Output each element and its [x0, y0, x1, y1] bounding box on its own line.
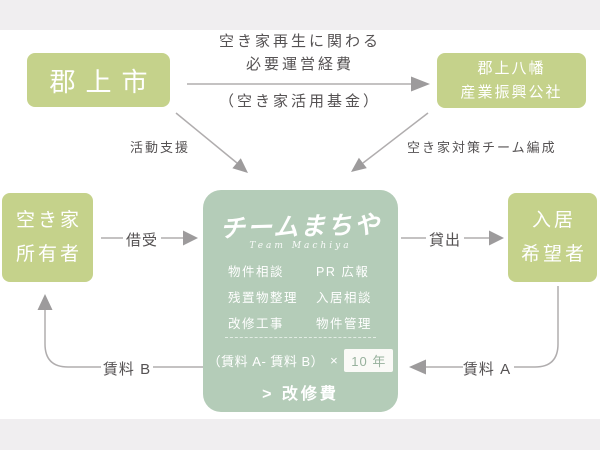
service-move-in-consult: 入居相談	[316, 291, 373, 305]
owner-label-line1: 空き家	[15, 210, 82, 232]
borrow-flow-label: 借受	[125, 232, 158, 249]
rent-a-flow-label: 賃料 A	[462, 361, 512, 378]
team-machiya-logo-romaji: Team Machiya	[249, 241, 352, 251]
tenant-label-line2: 希望者	[520, 243, 587, 265]
tenant-label-line1: 入居	[531, 210, 576, 232]
team-machiya-box: チームまちや Team Machiya 物件相談 残置物整理 改修工事 PR 広…	[203, 190, 398, 412]
formula-years-chip: 10 年	[344, 348, 394, 372]
service-pr: PR 広報	[316, 265, 370, 279]
promotion-corporation-box: 郡上八幡 産業振興公社	[437, 53, 586, 108]
prospective-tenant-box: 入居 希望者	[508, 193, 597, 282]
funding-caption-line1: 空き家再生に関わる	[218, 33, 381, 50]
team-formation-label: 空き家対策チーム編成	[407, 140, 557, 155]
dashed-divider	[225, 337, 376, 338]
rent-b-flow-label: 賃料 B	[102, 361, 152, 378]
formula-operator: ×	[330, 352, 339, 368]
gujo-city-box: 郡上市	[27, 53, 170, 107]
corporation-name-line1: 郡上八幡	[477, 60, 546, 78]
vacant-house-owner-box: 空き家 所有者	[2, 193, 93, 282]
service-property-consult: 物件相談	[228, 265, 285, 279]
team-machiya-logo: チームまちや	[219, 210, 382, 244]
lease-flow-label: 貸出	[428, 232, 461, 249]
arrow-rent-b	[37, 294, 203, 368]
service-property-management: 物件管理	[316, 317, 373, 331]
formula-result: > 改修費	[262, 386, 339, 403]
service-debris-removal: 残置物整理	[228, 291, 299, 305]
funding-caption-line2: 必要運営経費	[245, 56, 354, 73]
funding-caption-line3: （空き家活用基金）	[218, 93, 381, 110]
owner-label-line2: 所有者	[15, 243, 82, 265]
top-gray-band	[0, 0, 600, 30]
corporation-name-line2: 産業振興公社	[460, 83, 563, 101]
formula-expression: （賃料 A- 賃料 B）	[207, 353, 325, 369]
service-renovation-work: 改修工事	[228, 317, 285, 331]
activity-support-label: 活動支援	[130, 140, 191, 155]
bottom-gray-band	[0, 419, 600, 450]
gujo-city-label: 郡上市	[49, 66, 158, 97]
rent-formula: （賃料 A- 賃料 B） × 10 年	[203, 348, 398, 372]
